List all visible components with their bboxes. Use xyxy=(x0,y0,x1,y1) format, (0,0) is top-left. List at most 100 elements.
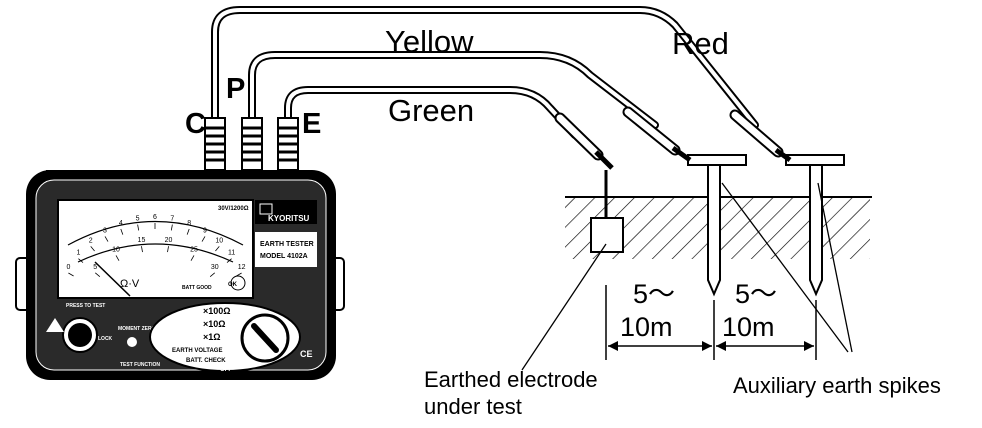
scale-tick xyxy=(209,272,216,278)
warning-icon xyxy=(46,318,64,332)
terminal-label-e: E xyxy=(302,108,321,140)
ce-mark: CE xyxy=(300,349,313,359)
scale-tick-label: 4 xyxy=(119,220,123,227)
off-label: OFF xyxy=(220,367,232,373)
clip-jaw xyxy=(594,150,614,170)
distance-1-top: 5～ xyxy=(633,279,675,309)
moment-zero-label: MOMENT ZERO xyxy=(118,326,156,332)
scale-tick-label: 3 xyxy=(103,227,107,234)
model-panel xyxy=(255,232,317,267)
scale-tick xyxy=(190,255,195,261)
scale-tick-label: 5 xyxy=(136,216,140,223)
scale-tick-label: 7 xyxy=(170,216,174,223)
lead-label-green: Green xyxy=(388,93,474,128)
batt-good-label: BATT GOOD xyxy=(182,285,212,291)
lead-label-red: Red xyxy=(672,26,729,61)
scale-tick-label: 12 xyxy=(238,264,246,271)
range-x10: ×10Ω xyxy=(203,319,225,329)
scale-tick-label: 30 xyxy=(211,264,219,271)
terminal-label-p: P xyxy=(226,73,245,105)
clip-jaw xyxy=(671,145,692,163)
scale-tick xyxy=(226,258,232,263)
scale-arc-bottom xyxy=(77,243,234,263)
scale-tick xyxy=(170,224,173,231)
spike-shaft xyxy=(809,164,823,297)
auxiliary-spike-c xyxy=(785,154,845,297)
scale-tick-label: 8 xyxy=(187,220,191,227)
scale-arc-top xyxy=(67,220,244,246)
scale-tick-label: 20 xyxy=(165,237,173,244)
distance-2-top: 5～ xyxy=(735,279,777,309)
red-lead xyxy=(213,8,757,152)
needle xyxy=(94,261,131,297)
clip-yellow xyxy=(622,106,692,163)
spike-shaft xyxy=(707,164,721,297)
brand-name: KYORITSU xyxy=(268,214,310,223)
scale-tick-label: 6 xyxy=(153,214,157,221)
product-name: EARTH TESTER xyxy=(260,241,314,248)
scale-bottom-ticks: 5 10 15 20 25 30 xyxy=(93,237,219,278)
clip-inner xyxy=(624,108,679,154)
scale-tick-label: 10 xyxy=(215,237,223,244)
scale-tick-label: 15 xyxy=(138,237,146,244)
scale-tick-label: 10 xyxy=(112,246,120,253)
clip-green xyxy=(554,112,614,170)
scale-tick xyxy=(236,272,242,277)
test-button-cap[interactable] xyxy=(68,323,92,347)
zero-adjust-screw[interactable] xyxy=(127,337,137,347)
scale-tick-label: 25 xyxy=(190,246,198,253)
scale-tick xyxy=(94,272,101,278)
earth-voltage-label: EARTH VOLTAGE xyxy=(172,348,222,354)
terminal-label-c: C xyxy=(185,108,206,140)
clip-inner xyxy=(731,111,782,156)
scale-tick-label: 9 xyxy=(203,227,207,234)
plug-c xyxy=(204,117,226,171)
scale-tick-label: 5 xyxy=(93,264,97,271)
scale-tick xyxy=(167,246,169,253)
dial-window xyxy=(57,199,254,299)
lead-cables xyxy=(211,6,759,154)
scale-tick xyxy=(141,246,143,253)
scale-tick xyxy=(120,228,124,235)
brand-logo-icon xyxy=(259,203,273,215)
pointer-electrode xyxy=(521,243,607,371)
arrowhead-icon xyxy=(716,341,726,351)
pointer-spike-c xyxy=(817,182,853,353)
knob-pointer xyxy=(251,323,279,353)
green-lead xyxy=(286,88,577,152)
distance-dimensions: 5～ 10m 5～ 10m xyxy=(605,279,817,360)
range-note: 30V/1200Ω xyxy=(218,206,249,212)
scale-tick-label: 1 xyxy=(76,250,80,257)
test-function-label: TEST FUNCTION xyxy=(120,362,160,368)
model-number: MODEL 4102A xyxy=(260,253,308,260)
lock-label: LOCK xyxy=(98,336,113,342)
case-top xyxy=(46,170,296,178)
batt-check-label: BATT. CHECK xyxy=(186,358,226,364)
auxiliary-spike-p xyxy=(687,154,747,297)
plug-p xyxy=(241,117,263,171)
spike-head xyxy=(687,154,747,166)
caption-electrode-line1: Earthed electrode xyxy=(424,367,598,392)
range-x1: ×1Ω xyxy=(203,332,220,342)
distance-1-bottom: 10m xyxy=(620,312,673,342)
caption-electrode-line2: under test xyxy=(424,394,522,419)
scale-tick xyxy=(68,272,74,277)
clip-inner xyxy=(556,114,602,159)
range-x100: ×100Ω xyxy=(203,306,231,316)
scale-tick xyxy=(104,236,109,242)
ok-indicator xyxy=(230,275,246,291)
lead-label-yellow: Yellow xyxy=(385,24,474,59)
arrowhead-icon xyxy=(804,341,814,351)
yellow-lead xyxy=(250,53,657,152)
terminal-plugs xyxy=(204,117,299,171)
ok-label: OK xyxy=(228,282,238,288)
press-to-test-label: PRESS TO TEST xyxy=(66,303,105,309)
pointer-spike-p xyxy=(721,182,849,353)
scale-tick xyxy=(137,224,140,231)
electrode-plate xyxy=(590,217,624,253)
scale-unit: Ω·V xyxy=(120,278,140,290)
clip-jaw xyxy=(774,147,792,163)
plug-e xyxy=(277,117,299,171)
